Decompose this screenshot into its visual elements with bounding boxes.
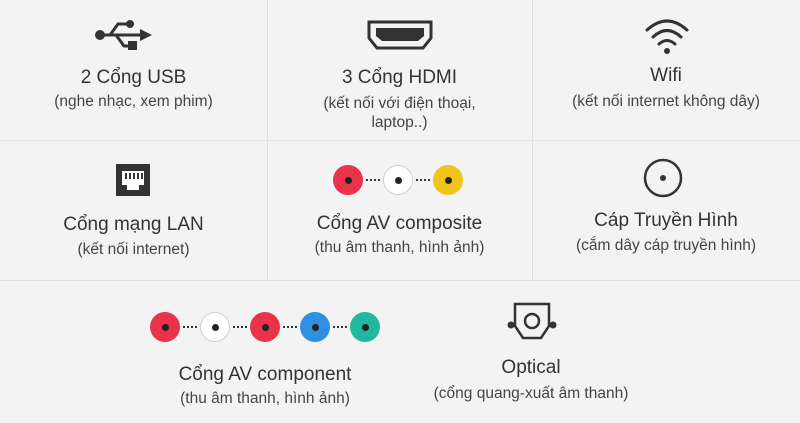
- white-connector: [200, 312, 230, 342]
- av-composite-title: Cổng AV composite: [316, 213, 483, 234]
- wifi-title: Wifi: [650, 65, 682, 86]
- coaxial-port-icon: [643, 158, 683, 198]
- connector-link: [333, 326, 347, 328]
- feature-optical: Optical (cổng quang-xuất âm thanh): [415, 280, 647, 423]
- av-component-title: Cổng AV component: [178, 364, 352, 385]
- yellow-connector: [433, 165, 463, 195]
- usb-icon: [95, 20, 152, 50]
- usb-title: 2 Cổng USB: [80, 67, 187, 88]
- av-composite-subtitle: (thu âm thanh, hình ảnh): [314, 239, 485, 256]
- connector-link: [283, 326, 297, 328]
- rca-connectors-icon: [333, 165, 467, 195]
- feature-hdmi: 3 Cổng HDMI (kết nối với điện thoại, lap…: [267, 0, 532, 140]
- av-component-subtitle: (thu âm thanh, hình ảnh): [180, 390, 350, 407]
- connector-link: [183, 326, 197, 328]
- divider: [0, 280, 800, 281]
- connector-link: [416, 179, 430, 181]
- connector-link: [233, 326, 247, 328]
- component-connectors-icon: [150, 312, 384, 342]
- connector-link: [366, 179, 380, 181]
- red-connector: [250, 312, 280, 342]
- optical-port-icon: [507, 302, 557, 340]
- lan-title: Cổng mạng LAN: [63, 214, 204, 235]
- tv-cable-title: Cáp Truyền Hình: [594, 210, 738, 231]
- optical-title: Optical: [501, 357, 561, 378]
- hdmi-title: 3 Cổng HDMI: [341, 67, 458, 88]
- blue-connector: [300, 312, 330, 342]
- feature-av-component: Cổng AV component (thu âm thanh, hình ản…: [115, 280, 415, 423]
- feature-lan: Cổng mạng LAN (kết nối internet): [0, 140, 267, 280]
- ethernet-port-icon: [116, 164, 150, 196]
- red-connector: [333, 165, 363, 195]
- feature-usb: 2 Cổng USB (nghe nhạc, xem phim): [0, 0, 267, 140]
- feature-wifi: Wifi (kết nối internet không dây): [532, 0, 800, 140]
- hdmi-port-icon: [367, 20, 433, 50]
- divider: [0, 140, 800, 141]
- feature-av-composite: Cổng AV composite (thu âm thanh, hình ản…: [267, 140, 532, 280]
- red-connector: [150, 312, 180, 342]
- wifi-icon: [645, 19, 689, 54]
- hdmi-subtitle-line2: laptop..): [371, 114, 428, 131]
- tv-cable-subtitle: (cắm dây cáp truyền hình): [575, 237, 757, 254]
- teal-connector: [350, 312, 380, 342]
- optical-subtitle: (cổng quang-xuất âm thanh): [433, 385, 629, 402]
- feature-tv-cable: Cáp Truyền Hình (cắm dây cáp truyền hình…: [532, 140, 800, 280]
- hdmi-subtitle-line1: (kết nối với điện thoại,: [323, 95, 476, 112]
- wifi-subtitle: (kết nối internet không dây): [572, 93, 760, 110]
- white-connector: [383, 165, 413, 195]
- usb-subtitle: (nghe nhạc, xem phim): [54, 93, 213, 110]
- lan-subtitle: (kết nối internet): [77, 241, 190, 258]
